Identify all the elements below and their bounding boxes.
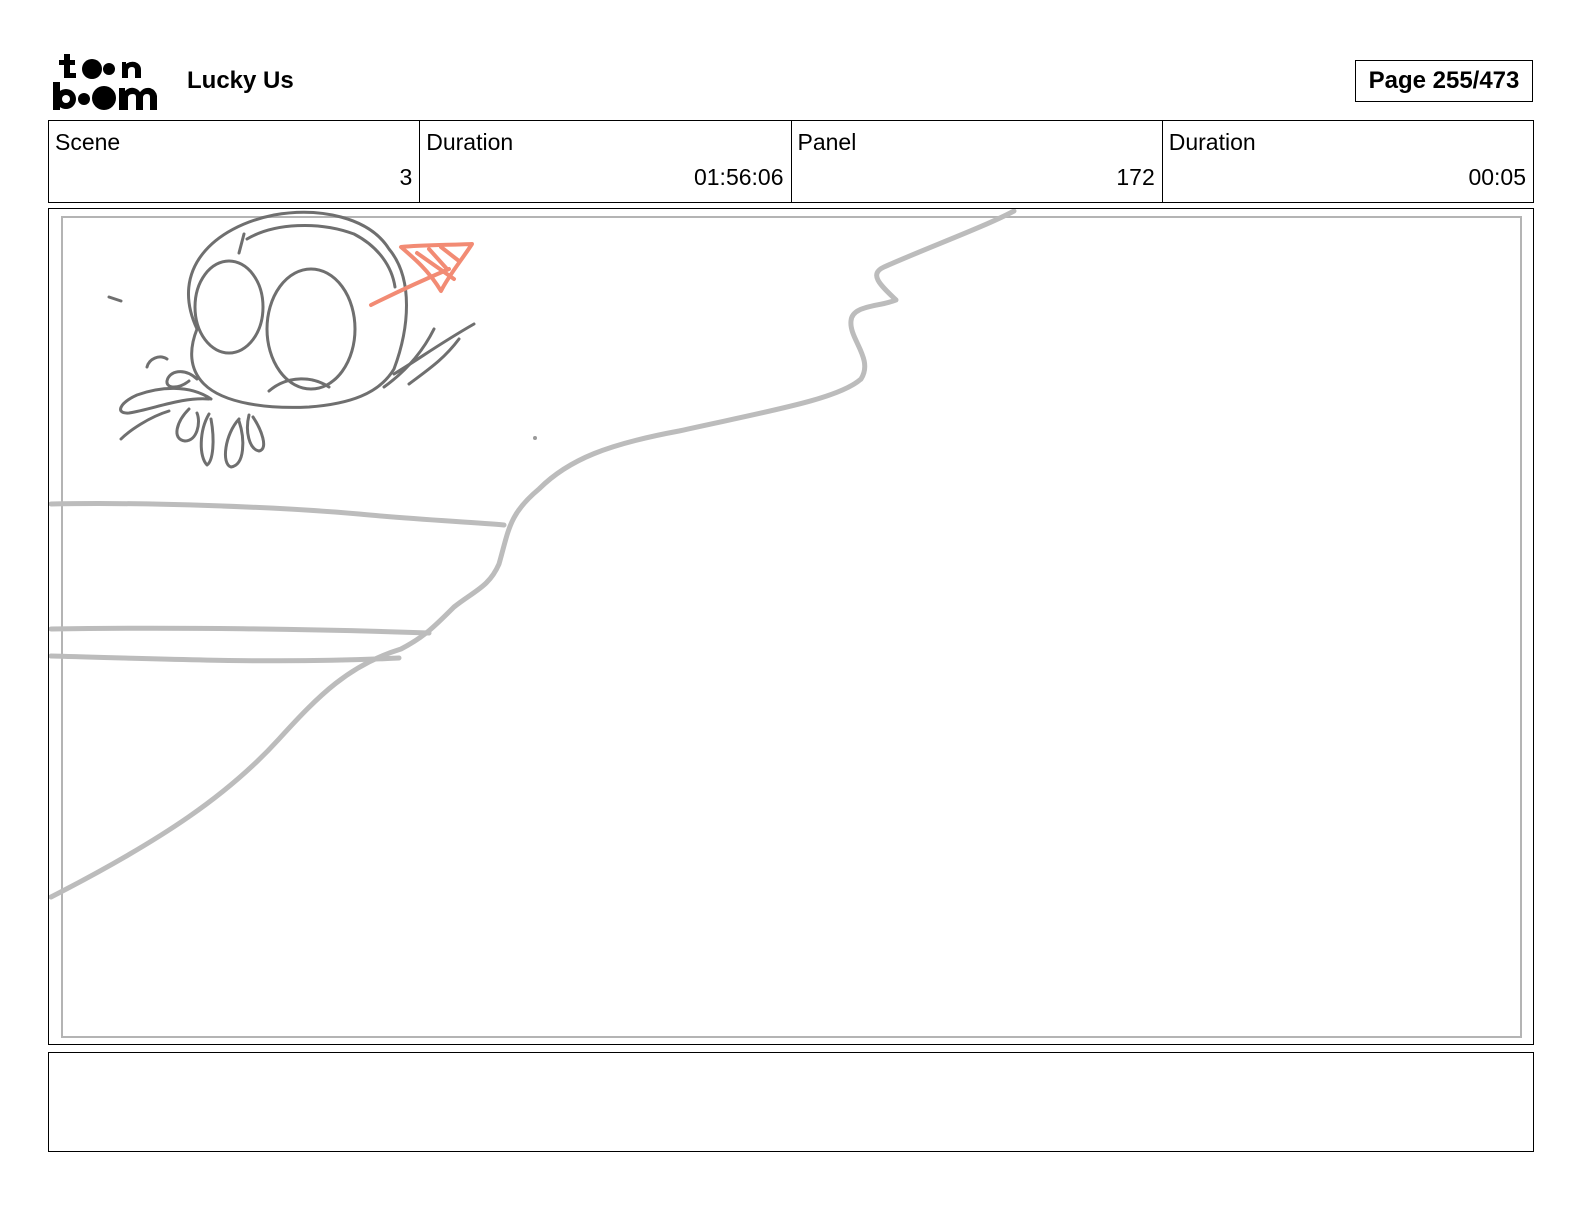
sketch-direction-arrow xyxy=(369,242,474,307)
scene-cell: Scene 3 xyxy=(49,121,419,202)
panel-duration-value: 00:05 xyxy=(1468,164,1526,190)
panel-notes-box xyxy=(48,1052,1534,1152)
scene-label: Scene xyxy=(55,129,121,155)
panel-duration-cell: Duration 00:05 xyxy=(1161,121,1533,202)
page-label: Page 255/473 xyxy=(1368,67,1520,94)
scene-duration-label: Duration xyxy=(426,129,514,155)
panel-label: Panel xyxy=(797,129,857,155)
storyboard-panel xyxy=(48,208,1534,1045)
panel-duration-label: Duration xyxy=(1168,129,1256,155)
sketch-cliff-edge xyxy=(49,209,1017,900)
sketch-ledge-line-3 xyxy=(49,653,402,664)
sketch-dot xyxy=(533,436,537,440)
project-title: Lucky Us xyxy=(187,67,294,94)
scene-duration-value: 01:56:06 xyxy=(693,164,784,190)
scene-value: 3 xyxy=(399,164,413,190)
sketch-ledge-line-1 xyxy=(49,501,507,528)
sketch-ledge-line-2 xyxy=(49,625,432,636)
panel-value: 172 xyxy=(1116,164,1155,190)
page-indicator: Page 255/473 xyxy=(1355,60,1533,102)
panel-info-table: Scene 3 Duration 01:56:06 Panel 172 Dura… xyxy=(48,120,1534,203)
panel-sketch xyxy=(49,209,1017,900)
scene-duration-cell: Duration 01:56:06 xyxy=(419,121,790,202)
panel-cell: Panel 172 xyxy=(790,121,1162,202)
toon-boom-logo xyxy=(53,54,157,110)
sketch-character xyxy=(107,210,476,469)
